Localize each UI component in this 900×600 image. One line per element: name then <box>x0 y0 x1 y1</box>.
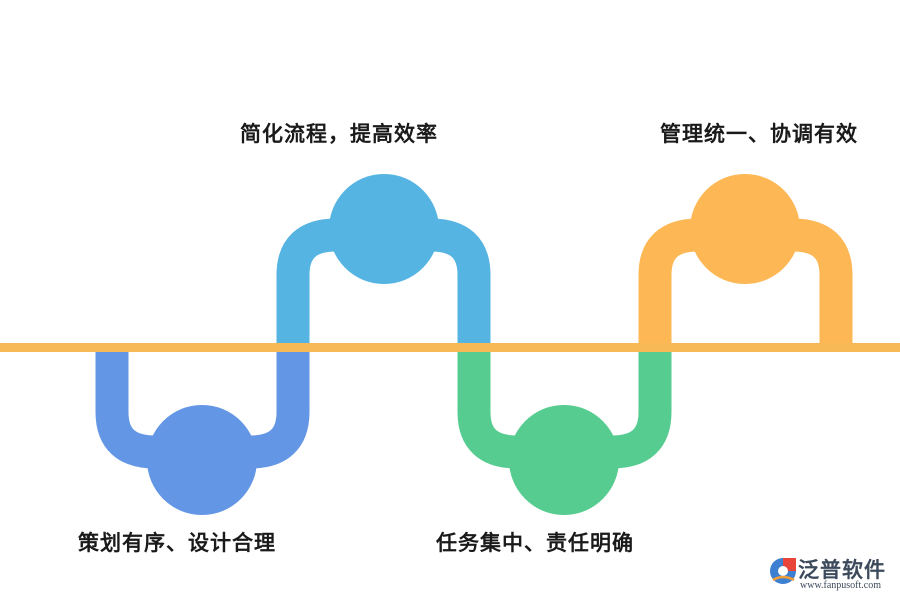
step-3-connector <box>457 348 672 515</box>
step-1-label: 策划有序、设计合理 <box>78 531 276 555</box>
step-2-label: 简化流程，提高效率 <box>240 122 438 146</box>
step-4-connector <box>638 174 853 348</box>
baseline <box>0 343 900 352</box>
step-2-connector <box>276 174 491 348</box>
step-1-connector <box>95 348 310 515</box>
step-3-label: 任务集中、责任明确 <box>436 531 634 555</box>
step-4-label: 管理统一、协调有效 <box>660 122 858 146</box>
fanpu-logo: 泛普软件 www.fanpusoft.com <box>768 552 896 596</box>
step-1-node <box>147 405 257 515</box>
step-2-node <box>329 174 439 284</box>
step-3-node <box>509 405 619 515</box>
fanpu-logo-icon <box>770 558 796 584</box>
logo-url: www.fanpusoft.com <box>800 580 882 591</box>
step-4-node <box>690 174 800 284</box>
logo-name: 泛普软件 <box>798 558 886 582</box>
